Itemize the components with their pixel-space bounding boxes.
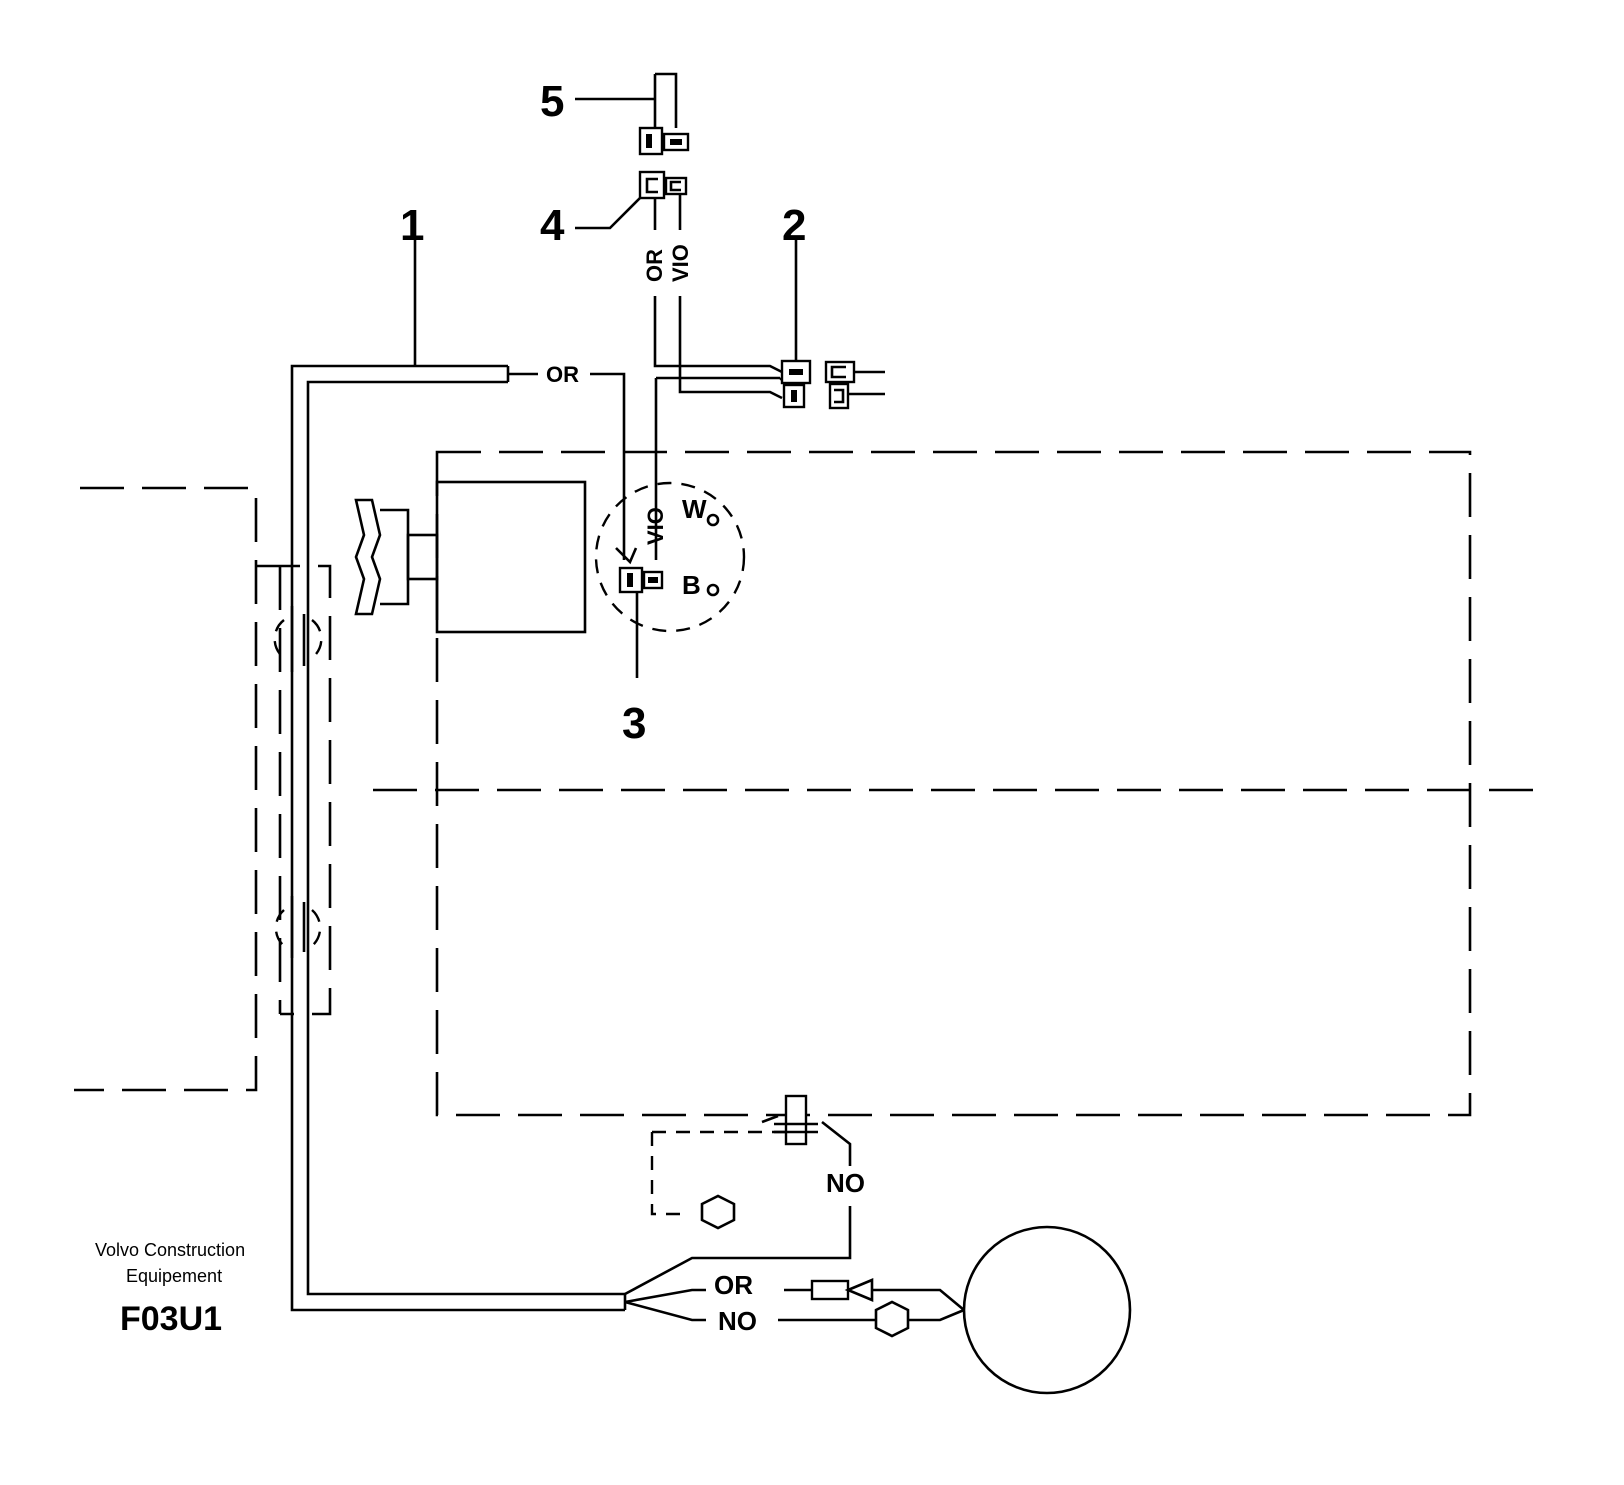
callout-4: 4 xyxy=(540,201,565,250)
wire-label-or-main: OR xyxy=(546,362,579,387)
engine-outline xyxy=(373,450,1548,1117)
terminal-b-label: B xyxy=(682,570,701,600)
maker-line2: Equipement xyxy=(126,1266,222,1286)
connector-5 xyxy=(638,72,690,156)
wire-label-no-top: NO xyxy=(826,1168,865,1198)
wire-label-vio-alternator: VIO xyxy=(643,507,668,545)
diagram-code: F03U1 xyxy=(120,1300,222,1338)
wire-label-or-bottom: OR xyxy=(714,1270,753,1300)
connector-4 xyxy=(638,170,688,200)
terminal-w-icon xyxy=(706,513,720,527)
connector-2 xyxy=(780,359,885,410)
callout-1: 1 xyxy=(400,201,424,250)
wire-label-or-vertical: OR xyxy=(642,249,667,282)
terminal-b-icon xyxy=(706,583,720,597)
accumulator-circle xyxy=(962,1225,1132,1395)
clamp-lower-icon xyxy=(274,896,322,958)
clamp-upper-icon xyxy=(273,606,323,672)
terminal-w-label: W xyxy=(682,494,707,524)
wire-label-no-bottom: NO xyxy=(718,1306,757,1336)
sensor-nut-icon xyxy=(778,1300,965,1338)
maker-line1: Volvo Construction xyxy=(95,1240,245,1260)
harness-1 xyxy=(290,364,627,1312)
alternator xyxy=(354,480,746,634)
callout-2: 2 xyxy=(782,201,806,250)
fuse-icon xyxy=(784,1278,965,1311)
wire-label-vio-vertical: VIO xyxy=(668,244,693,282)
callout-3: 3 xyxy=(622,699,646,748)
callout-5: 5 xyxy=(540,77,564,126)
sensor-block xyxy=(624,1094,852,1296)
connector-3 xyxy=(618,566,664,594)
